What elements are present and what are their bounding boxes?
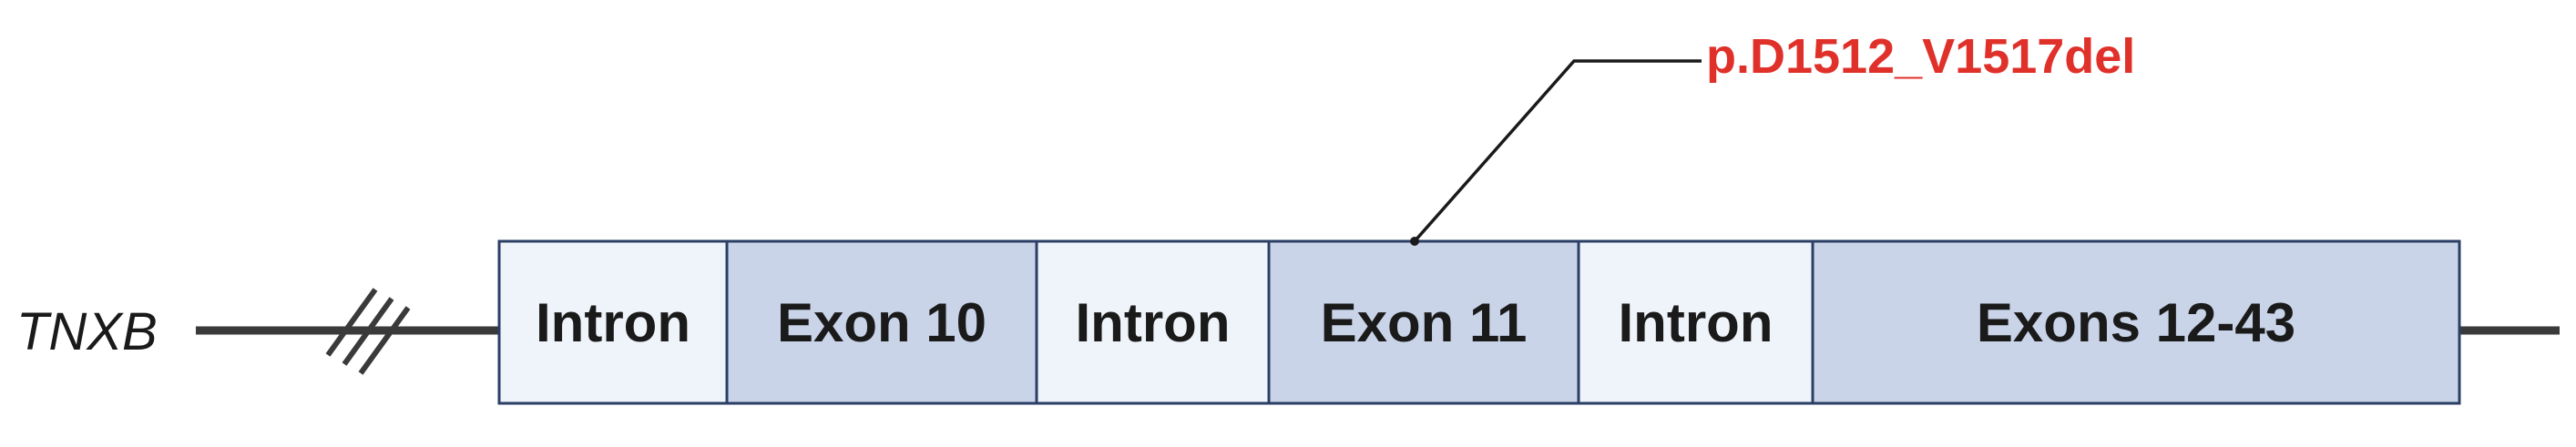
mutation-position-marker bbox=[1410, 237, 1419, 246]
segment-intron-1: Intron bbox=[497, 239, 729, 405]
segment-exon-4: Exon 11 bbox=[1267, 239, 1580, 405]
exon-label: Exon 10 bbox=[777, 292, 986, 353]
exon-label: Exons 12-43 bbox=[1977, 292, 2295, 353]
exon-box bbox=[1811, 239, 2461, 405]
intron-box bbox=[1577, 239, 1814, 405]
mutation-label: p.D1512_V1517del bbox=[1706, 29, 2135, 84]
segment-exon-2: Exon 10 bbox=[725, 239, 1038, 405]
intron-box bbox=[1035, 239, 1271, 405]
segment-exon-6: Exons 12-43 bbox=[1811, 239, 2461, 405]
sequence-break-icon bbox=[325, 288, 411, 375]
segment-intron-5: Intron bbox=[1577, 239, 1814, 405]
gene-name-label: TNXB bbox=[16, 302, 158, 361]
exon-label: Exon 11 bbox=[1321, 292, 1528, 353]
intron-label: Intron bbox=[1076, 292, 1231, 353]
mutation-leader-line bbox=[1413, 59, 1702, 243]
exon-box bbox=[725, 239, 1038, 405]
intron-label: Intron bbox=[1619, 292, 1774, 353]
intron-box bbox=[497, 239, 729, 405]
exon-box bbox=[1267, 239, 1580, 405]
segment-track: Intron Exon 10 Intron Exon 11 Intron Exons 12… bbox=[497, 239, 2461, 405]
intron-label: Intron bbox=[536, 292, 690, 353]
segment-intron-3: Intron bbox=[1035, 239, 1271, 405]
